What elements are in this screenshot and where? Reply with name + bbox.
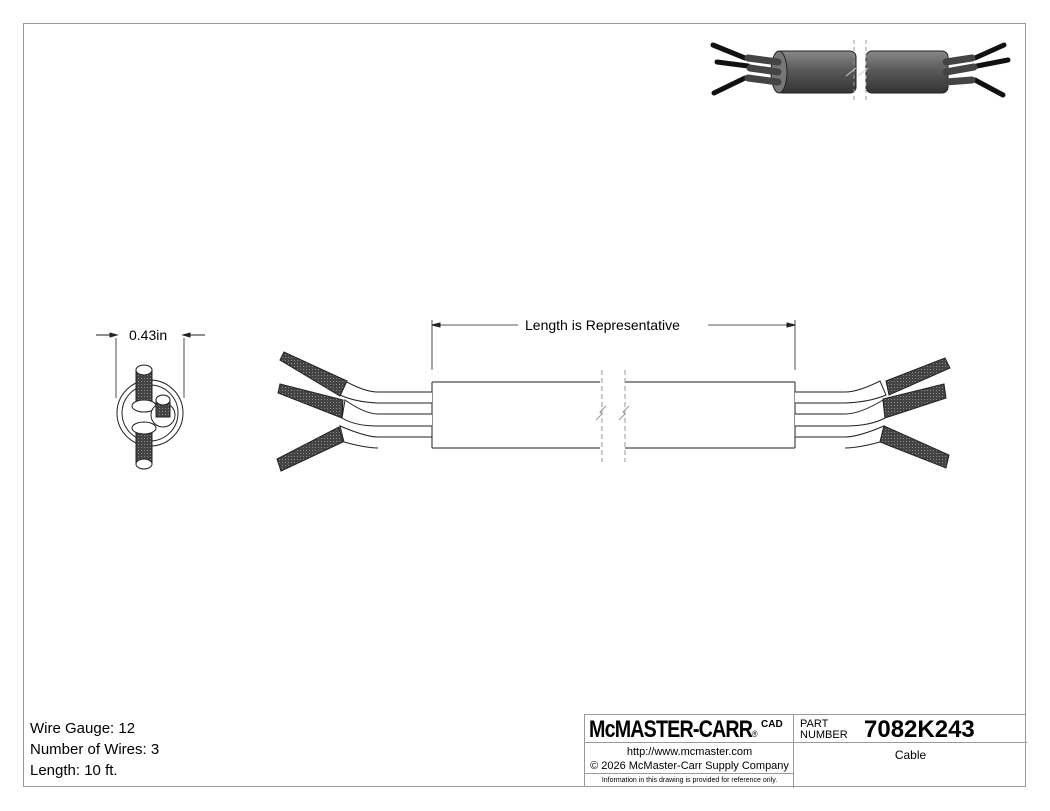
- wire-gauge: Wire Gauge: 12: [30, 720, 136, 737]
- title-block: McMASTER-CARR® CAD http://www.mcmaster.c…: [584, 714, 1027, 788]
- diameter-dimension: 0.43in: [129, 327, 168, 343]
- drawing-border: [23, 23, 1026, 787]
- isometric-view: [710, 40, 1011, 100]
- side-view: [276, 320, 951, 472]
- end-view: [96, 332, 205, 470]
- copyright: © 2026 McMaster-Carr Supply Company: [590, 760, 789, 772]
- reference-note: Information in this drawing is provided …: [601, 777, 778, 784]
- length: Length: 10 ft.: [30, 762, 118, 779]
- part-number-label: PART NUMBER: [800, 718, 848, 741]
- website-url: http://www.mcmaster.com: [626, 746, 753, 758]
- mcmaster-logo: McMASTER-CARR®: [589, 716, 758, 743]
- title-block-left: McMASTER-CARR® CAD http://www.mcmaster.c…: [585, 715, 794, 788]
- cad-icon: CAD: [761, 719, 783, 730]
- logo-row: McMASTER-CARR® CAD: [585, 715, 794, 743]
- length-note: Length is Representative: [525, 317, 680, 333]
- part-description: Cable: [894, 748, 927, 762]
- part-number-row: PART NUMBER 7082K243: [794, 715, 1027, 743]
- part-number: 7082K243: [864, 716, 975, 743]
- url-row: http://www.mcmaster.com © 2026 McMaster-…: [585, 743, 794, 774]
- number-of-wires: Number of Wires: 3: [30, 741, 160, 758]
- specs-block: Wire Gauge: 12 Number of Wires: 3 Length…: [30, 718, 159, 781]
